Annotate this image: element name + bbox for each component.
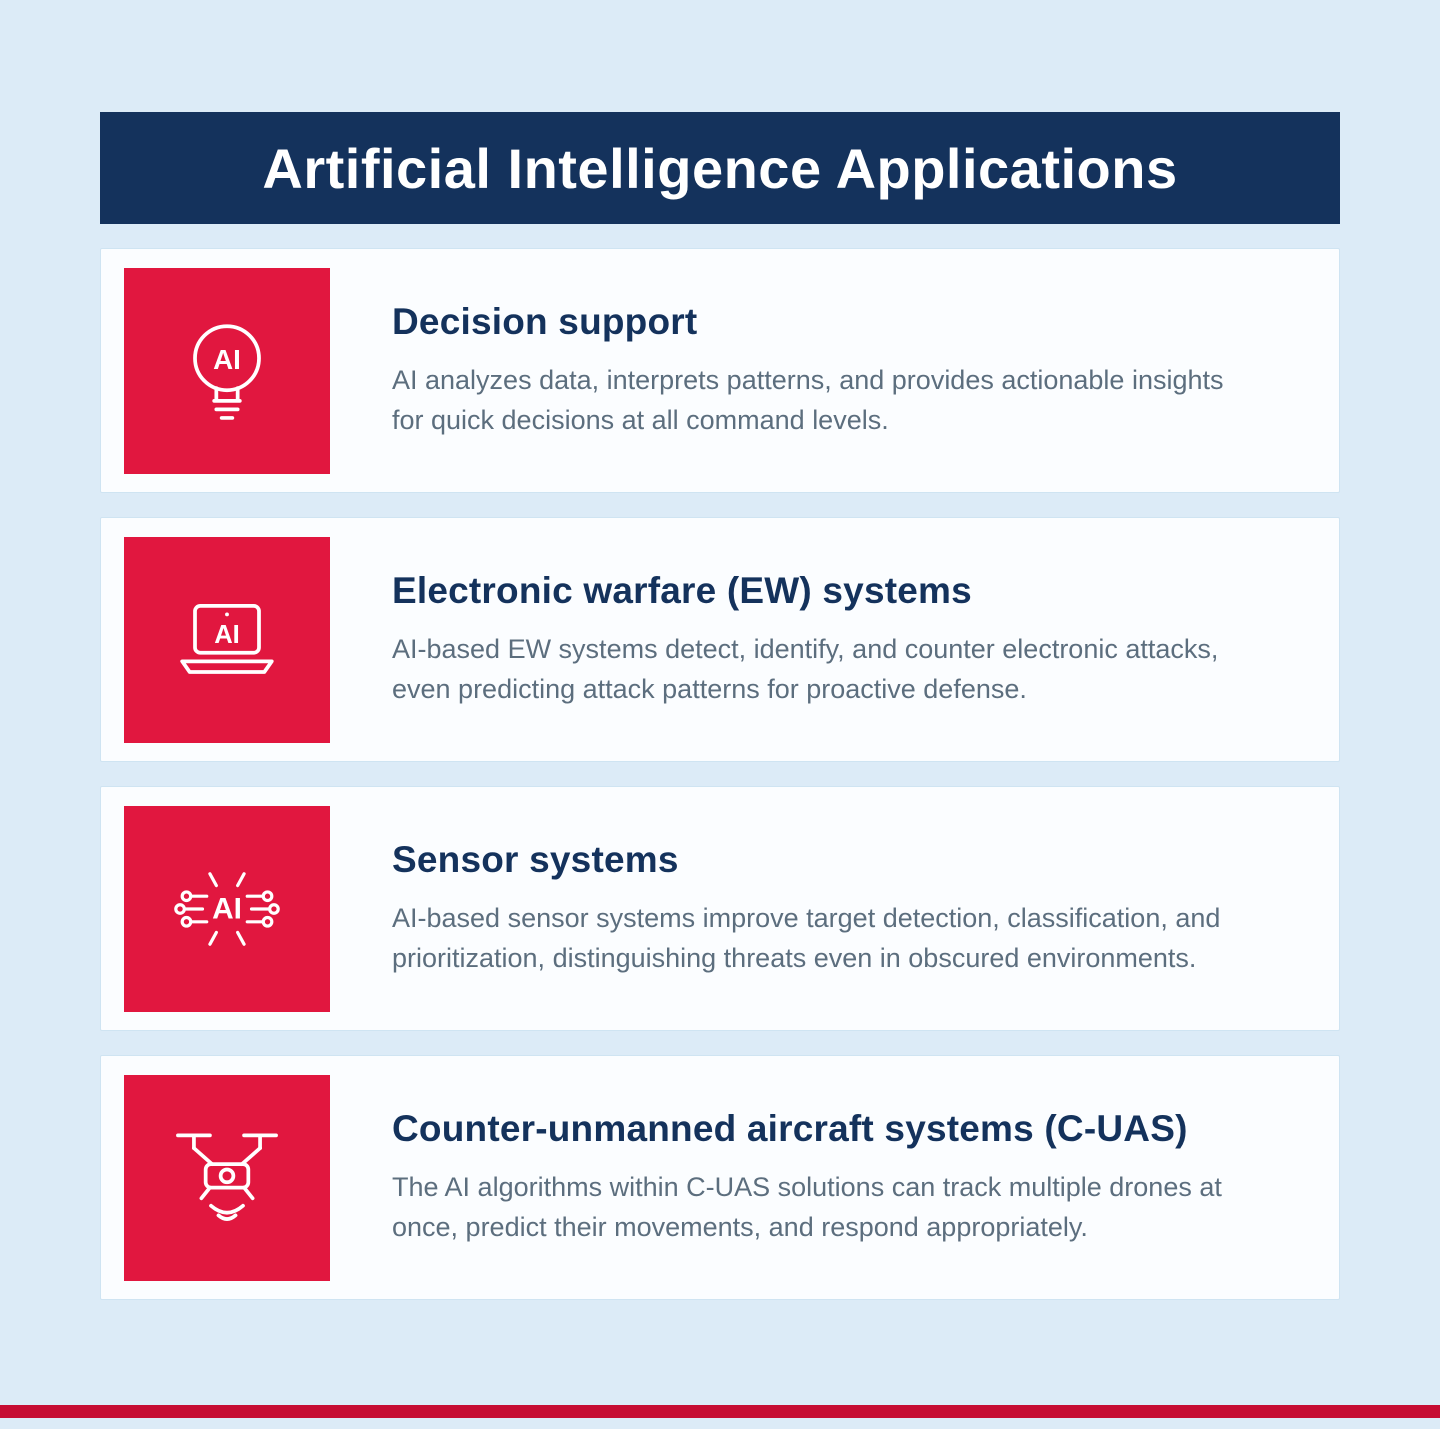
card-counter-uas: Counter-unmanned aircraft systems (C-UAS… (100, 1055, 1340, 1300)
card-title: Electronic warfare (EW) systems (392, 570, 972, 612)
card-title: Counter-unmanned aircraft systems (C-UAS… (392, 1108, 1188, 1150)
card-decision-support: AI Decision support AI analyzes data, in… (100, 248, 1340, 493)
page-title: Artificial Intelligence Applications (262, 136, 1178, 200)
ai-lightbulb-icon: AI (163, 307, 291, 435)
icon-tile-decision-support: AI (124, 267, 330, 474)
page-title-bar: Artificial Intelligence Applications (100, 112, 1340, 224)
card-text: Electronic warfare (EW) systems AI-based… (392, 570, 1267, 708)
card-title: Sensor systems (392, 839, 679, 881)
icon-tile-sensor-systems: AI (124, 805, 330, 1012)
card-sensor-systems: AI Sensor systems AI (100, 786, 1340, 1031)
icon-tile-counter-uas (124, 1074, 330, 1281)
card-text: Sensor systems AI-based sensor systems i… (392, 839, 1267, 977)
bottom-accent-bar (0, 1405, 1440, 1418)
card-text: Counter-unmanned aircraft systems (C-UAS… (392, 1108, 1267, 1246)
card-list: AI Decision support AI analyzes data, in… (100, 248, 1340, 1300)
card-description: AI-based EW systems detect, identify, an… (392, 634, 1219, 704)
svg-text:AI: AI (214, 621, 240, 649)
card-text: Decision support AI analyzes data, inter… (392, 301, 1267, 439)
svg-text:AI: AI (213, 343, 241, 374)
icon-tile-electronic-warfare: AI (124, 536, 330, 743)
card-electronic-warfare: AI Electronic warfare (EW) systems AI-ba… (100, 517, 1340, 762)
card-title: Decision support (392, 301, 698, 343)
card-description: AI analyzes data, interprets patterns, a… (392, 365, 1224, 435)
svg-text:AI: AI (212, 892, 242, 925)
ai-drone-icon (163, 1114, 291, 1242)
card-description: The AI algorithms within C-UAS solutions… (392, 1172, 1222, 1242)
ai-chip-icon: AI (163, 845, 291, 973)
ai-laptop-icon: AI (163, 576, 291, 704)
card-description: AI-based sensor systems improve target d… (392, 903, 1221, 973)
